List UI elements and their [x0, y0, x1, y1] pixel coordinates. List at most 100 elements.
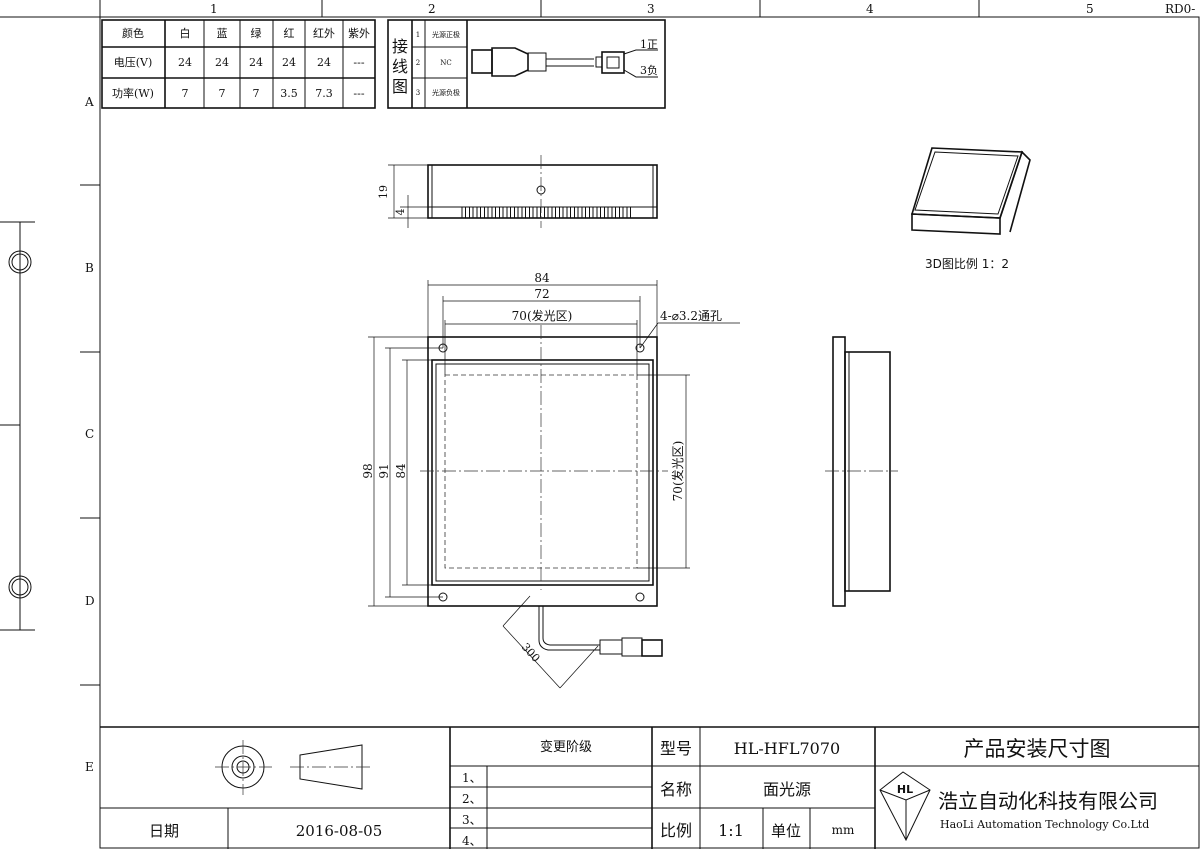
scale-label: 比例	[660, 821, 692, 840]
spec-cell: 7	[253, 87, 260, 100]
dim-height-inner: 84	[394, 463, 408, 479]
model-value: HL-HFL7070	[734, 739, 840, 758]
company-name-en: HaoLi Automation Technology Co.Ltd	[940, 818, 1149, 831]
zone-row-b: B	[85, 261, 94, 275]
connector-label-negative: 3负	[640, 63, 658, 77]
spec-cell: 7.3	[315, 87, 333, 100]
heatsink-fin	[521, 206, 526, 219]
name-value: 面光源	[763, 780, 811, 799]
dim-emit-width: 70(发光区)	[512, 308, 573, 323]
change-level-label: 变更阶级	[540, 739, 592, 755]
wiring-title-char: 线	[392, 57, 408, 76]
change-row: 2、	[462, 792, 482, 806]
heatsink-fin	[589, 206, 594, 219]
date-label: 日期	[149, 822, 179, 840]
pin-label: 光源正极	[432, 30, 460, 39]
date-value: 2016-08-05	[296, 822, 382, 840]
wiring-title-char: 图	[392, 77, 408, 96]
dim-height-holes: 91	[377, 463, 391, 478]
spec-cell: 24	[282, 56, 296, 69]
zone-col-1: 1	[210, 2, 218, 16]
spec-cell: ---	[353, 56, 364, 69]
zone-col-3: 3	[647, 2, 655, 16]
heatsink-fin	[536, 206, 541, 219]
heatsink-fin	[544, 206, 549, 219]
dim-height: 19	[377, 185, 390, 199]
zone-row-c: C	[85, 427, 94, 441]
heatsink-fin	[626, 206, 631, 219]
dim-cable-length: 300	[519, 641, 543, 665]
heatsink-fin	[559, 206, 564, 219]
side-view-right	[825, 336, 898, 607]
zone-col-4: 4	[866, 2, 874, 16]
change-row: 1、	[462, 771, 482, 785]
spec-cell: 24	[249, 56, 263, 69]
heatsink-fin	[469, 206, 474, 219]
spec-cell: 7	[182, 87, 189, 100]
spec-header: 蓝	[217, 27, 228, 40]
spec-table: 颜色 白 蓝 绿 红 红外 紫外 电压(V) 24 24 24 24 24 --…	[101, 19, 376, 109]
scale-value: 1:1	[718, 821, 744, 840]
spec-header: 白	[180, 26, 191, 40]
spec-cell: 24	[215, 56, 229, 69]
heatsink-fin	[566, 206, 571, 219]
projection-symbol-icon	[215, 740, 372, 795]
heatsink-fin	[529, 206, 534, 219]
connector-icon	[471, 47, 658, 78]
unit-label: 单位	[771, 822, 801, 840]
spec-cell: ---	[353, 87, 364, 100]
heatsink-fin	[604, 206, 609, 219]
change-row: 4、	[462, 834, 482, 848]
dim-emit-height: 70(发光区)	[670, 441, 685, 502]
spec-header: 红	[284, 27, 295, 40]
drawing-title: 产品安装尺寸图	[964, 737, 1111, 761]
wiring-diagram: 接 线 图 1 光源正极 2 NC 3 光源负极 1正 3负	[387, 19, 666, 109]
heatsink-fin	[461, 206, 466, 219]
dim-height-outer: 98	[361, 463, 375, 478]
spec-cell: 24	[317, 56, 331, 69]
company-name-cn: 浩立自动化科技有限公司	[938, 789, 1158, 813]
pin-label: 光源负极	[432, 88, 460, 97]
spec-cell: 3.5	[280, 87, 298, 100]
heatsink-fin	[476, 206, 481, 219]
front-view: 84 72 70(发光区) 4-⌀3.2通孔 98 91 84 70(发光区) …	[361, 271, 740, 689]
3d-view-caption: 3D图比例 1：2	[925, 257, 1009, 271]
company-logo: HL	[879, 771, 931, 842]
dim-width-outer: 84	[534, 271, 550, 285]
spec-header: 红外	[313, 27, 335, 40]
pin-number: 2	[416, 59, 420, 67]
spec-cell: 功率(W)	[112, 86, 154, 100]
dim-base: 4	[394, 209, 407, 216]
heatsink-fin	[611, 206, 616, 219]
spec-header: 绿	[251, 26, 262, 40]
heatsink-fin	[619, 206, 624, 219]
zone-row-a: A	[84, 95, 94, 109]
logo-text: HL	[897, 783, 913, 796]
heatsink-fin	[581, 206, 586, 219]
zone-row-e: E	[85, 760, 94, 774]
wiring-title-char: 接	[392, 37, 408, 56]
pin-number: 3	[416, 89, 420, 97]
connector-label-positive: 1正	[640, 38, 658, 51]
dim-holes: 4-⌀3.2通孔	[660, 309, 722, 323]
title-block: 变更阶级 1、 2、 3、 4、 型号 HL-HFL7070 名称 面光源 比例…	[100, 726, 1199, 849]
heatsink-fin	[484, 206, 489, 219]
spec-header: 颜色	[122, 26, 144, 40]
spec-cell: 电压(V)	[114, 56, 153, 69]
pin-number: 1	[416, 31, 420, 39]
dim-width-holes: 72	[534, 287, 549, 301]
heatsink-fin	[596, 206, 601, 219]
heatsink-fin	[506, 206, 511, 219]
spec-cell: 7	[219, 87, 226, 100]
change-row: 3、	[462, 813, 482, 827]
pin-label: NC	[440, 59, 451, 67]
side-view-top: 19 4	[377, 155, 658, 228]
spec-header: 紫外	[348, 27, 370, 40]
revision-label: RD0-	[1165, 2, 1195, 16]
zone-col-5: 5	[1086, 2, 1094, 16]
heatsink-fin	[491, 206, 496, 219]
heatsink-fin	[499, 206, 504, 219]
heatsink-fin	[514, 206, 519, 219]
